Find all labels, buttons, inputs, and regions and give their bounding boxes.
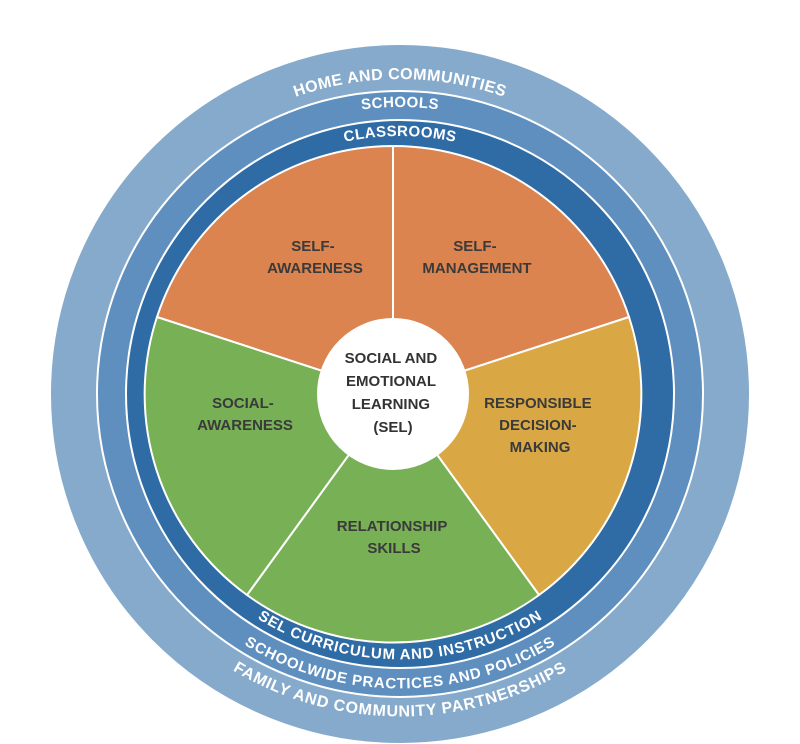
- label-social-awareness: SOCIAL- AWARENESS: [197, 395, 293, 434]
- label-self-awareness: SELF- AWARENESS: [267, 238, 363, 277]
- ring-label-schools: SCHOOLS: [360, 94, 440, 114]
- center-label-sel: SOCIAL AND EMOTIONAL LEARNING (SEL): [345, 350, 442, 436]
- label-responsible-decision-making: RESPONSIBLE DECISION- MAKING: [484, 395, 596, 456]
- label-relationship-skills: RELATIONSHIP SKILLS: [337, 518, 451, 557]
- ring-label-classrooms: CLASSROOMS: [342, 123, 458, 146]
- segment-relationship-skills: [245, 392, 541, 644]
- segment-self-awareness: [155, 144, 394, 396]
- center-circle: [317, 318, 469, 470]
- label-self-management: SELF- MANAGEMENT: [422, 238, 531, 277]
- segment-self-management: [392, 144, 631, 396]
